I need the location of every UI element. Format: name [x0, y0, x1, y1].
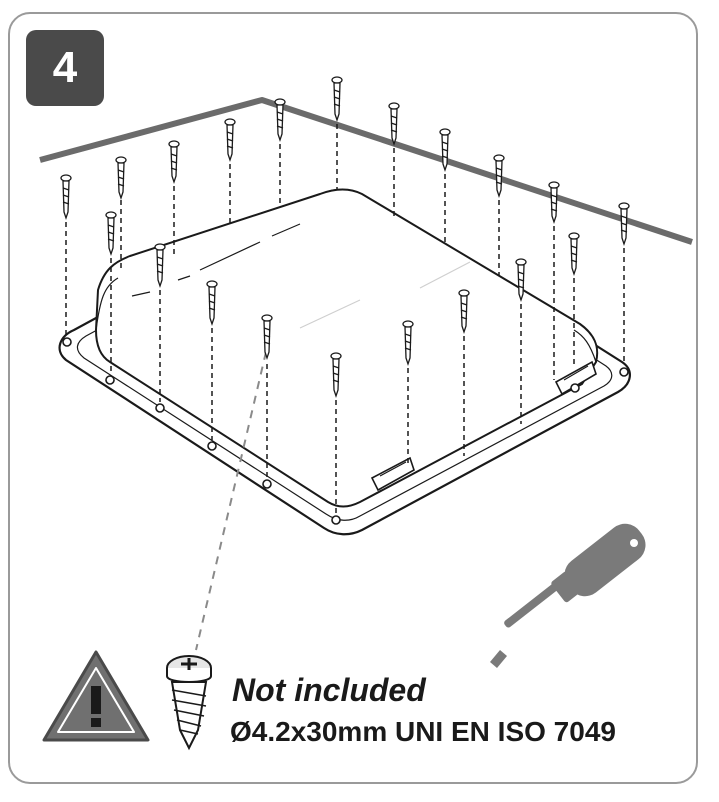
screw-2: [115, 156, 127, 201]
hinge-right: [554, 360, 597, 396]
screw-6: [224, 118, 236, 163]
skylight-dome: [94, 188, 599, 508]
hinge-front: [370, 456, 415, 492]
screw-15: [458, 289, 470, 335]
screw-17: [515, 258, 527, 303]
roof-outline: [39, 97, 693, 245]
screw-16: [493, 154, 505, 199]
screw-8: [274, 98, 286, 143]
screw-12: [388, 102, 400, 147]
skylight-dome-edge: [95, 277, 597, 363]
screw-guide-lines: [65, 124, 625, 514]
warning-triangle-icon: [42, 650, 150, 742]
flange-screw-holes: [62, 337, 629, 525]
not-included-label: Not included: [232, 672, 426, 708]
screws: [60, 76, 630, 399]
screw-11: [330, 352, 342, 399]
screw-5: [154, 243, 166, 289]
dome-reflection-lower: [299, 261, 471, 329]
screw-9: [261, 314, 273, 361]
screw-7: [206, 280, 218, 327]
screw-1: [60, 174, 72, 221]
step-number-badge: 4: [26, 30, 104, 106]
screw-3: [105, 211, 117, 257]
self-tapping-screw-icon: [166, 655, 212, 751]
screw-19: [568, 232, 580, 277]
screw-13: [402, 320, 414, 367]
screw-20: [618, 202, 630, 247]
screw-18: [548, 181, 560, 225]
callout-leader: [195, 351, 267, 651]
dome-reflection: [131, 223, 301, 297]
screw-4: [168, 140, 180, 185]
screw-spec-label: Ø4.2x30mm UNI EN ISO 7049: [230, 716, 616, 747]
phillips-screwdriver-icon: [490, 523, 646, 668]
instruction-frame: [8, 12, 698, 784]
screw-10: [331, 76, 343, 123]
screw-14: [439, 128, 451, 173]
